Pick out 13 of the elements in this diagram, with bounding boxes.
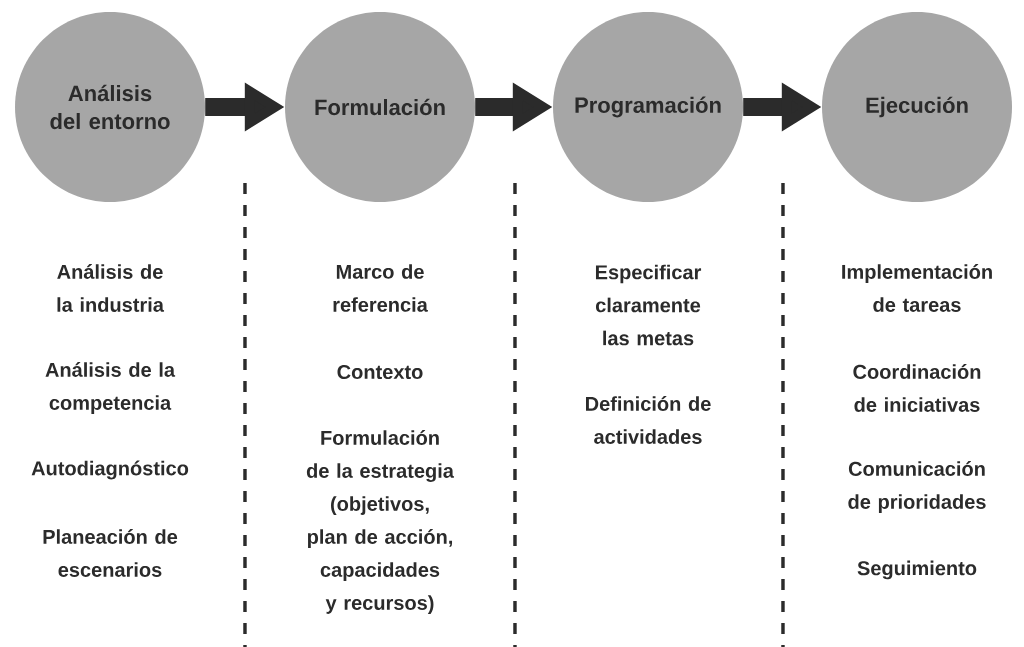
list-item: Análisis de la industria <box>57 264 165 312</box>
list-item: Coordinación de iniciativas <box>853 364 981 412</box>
list-item: Marco de referencia <box>333 264 428 312</box>
list-item: Planeación de escenarios <box>43 529 178 577</box>
list-item: Implementación de tareas <box>842 264 992 312</box>
list-item: Autodiagnóstico <box>31 460 189 480</box>
list-item: Comunicación de prioridades <box>848 461 986 513</box>
list-item: Especificar claramente las metas <box>596 264 702 346</box>
list-item: Contexto <box>337 364 423 380</box>
list-item: Seguimiento <box>857 560 977 580</box>
list-item: Formulación de la estrategia (objetivos, plan de acción, capacidades y recursos) <box>306 430 455 614</box>
list-item: Análisis de la competencia <box>45 362 176 414</box>
list-item: Definición de actividades <box>586 396 711 444</box>
